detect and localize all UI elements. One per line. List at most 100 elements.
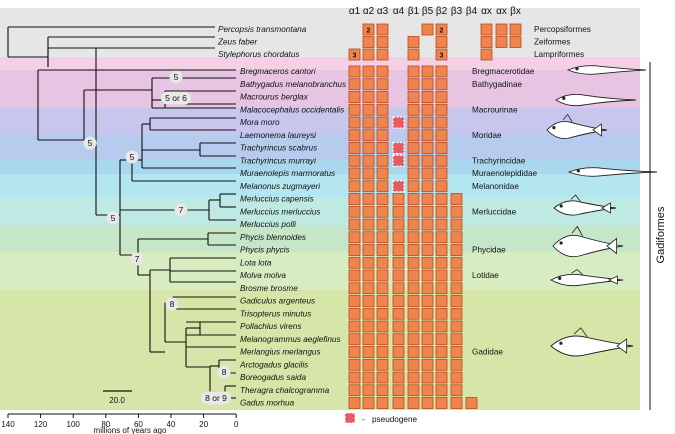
gene-cell [435,180,448,193]
clade-band [0,160,640,174]
gene-cell [407,78,420,91]
species-label: Gadiculus argenteus [240,297,315,306]
gene-cell [421,371,434,384]
gene-cell [421,307,434,320]
gene-cell [480,23,493,36]
gene-cell [376,103,389,116]
gene-cell [362,48,375,61]
gene-cell [362,269,375,282]
node-label: 5 [174,72,179,82]
gene-cell [376,154,389,167]
species-label: Melanogrammus aeglefinus [240,335,341,344]
gene-cell [421,218,434,231]
gene-cell [450,320,463,333]
gene-cell [421,346,434,358]
gene-cell [362,103,375,116]
gene-cell [435,384,448,397]
gene-cell [362,142,375,154]
gene-cell [421,256,434,269]
gene-cell [348,346,361,358]
gene-cell [421,78,434,91]
gene-cell [348,167,361,180]
gene-cell [435,269,448,282]
gene-cell [450,256,463,269]
axis-tick-label: 120 [34,420,48,429]
gene-cell [362,65,375,78]
gene-cell [435,116,448,129]
species-label: Arctogadus glacilis [239,360,308,369]
gene-cell [435,346,448,358]
gene-cell [421,320,434,333]
gene-cell [362,282,375,295]
node-badge [174,203,188,217]
axis-label: millions of years ago [94,426,167,434]
gene-cell [348,307,361,320]
order-label: Lampriformes [534,50,584,59]
gene-cell [435,167,448,180]
gene-cell [362,129,375,142]
family-label: Lotidae [472,271,499,280]
gene-cell [392,282,405,295]
column-header: β5 [422,6,434,17]
clade-band [0,8,640,57]
gene-cell [421,23,434,36]
gene-cell [450,333,463,346]
legend-text: pseudogene [372,415,418,424]
copy-count: 3 [440,53,444,60]
gene-cell [407,167,420,180]
species-label: Boreogadus saida [240,373,306,382]
gene-cell [407,103,420,116]
gene-cell [421,142,434,154]
node-badge [165,297,179,311]
phylogenetic-tree [7,26,236,399]
gene-cell [435,91,448,103]
species-label: Merluccius merluccius [240,207,321,216]
gene-cell [392,295,405,307]
node-badge [83,136,97,150]
gene-cell [392,269,405,282]
family-label: Gadidae [472,348,503,357]
gene-cell [376,91,389,103]
gene-cell [435,218,448,231]
pseudogene-legend-swatch [344,412,356,424]
gene-cell [421,295,434,307]
gene-cell [450,307,463,320]
column-header: βx [510,6,521,17]
gene-cell [376,384,389,397]
gene-cell [421,91,434,103]
gene-cell [348,218,361,231]
axis-tick-label: 140 [1,420,15,429]
node-label: 5 [111,213,116,223]
gene-cell [407,205,420,218]
gene-cell [362,397,375,409]
gene-cell [435,129,448,142]
species-label: Theragra chalcogramma [240,386,330,395]
gene-cell [392,320,405,333]
species-label: Phycis phycis [240,246,290,255]
species-label: Laemonema laureysi [240,131,316,140]
node-badge [201,391,231,405]
gene-cell [362,205,375,218]
gene-cell [435,36,448,48]
fish-illustration [566,65,647,75]
gene-cell [407,371,420,384]
gene-cell [348,91,361,103]
gene-cell [348,154,361,167]
copy-count: 2 [367,28,371,35]
species-label: Merlangius merlangus [240,348,321,357]
gene-cell [465,397,478,409]
species-label: Gadus morhua [240,399,295,408]
gene-cell [407,307,420,320]
gene-cell [407,142,420,154]
gene-cell [407,269,420,282]
gene-cell [450,384,463,397]
gene-cell [435,142,448,154]
column-header: α1 [349,6,361,17]
gene-cell [362,358,375,371]
gene-cell [362,295,375,307]
copy-count: 2 [440,28,444,35]
species-label: Muraenolepis marmoratus [240,169,335,178]
gene-cell [348,103,361,116]
species-label: Trachyrincus scabrus [240,144,317,153]
